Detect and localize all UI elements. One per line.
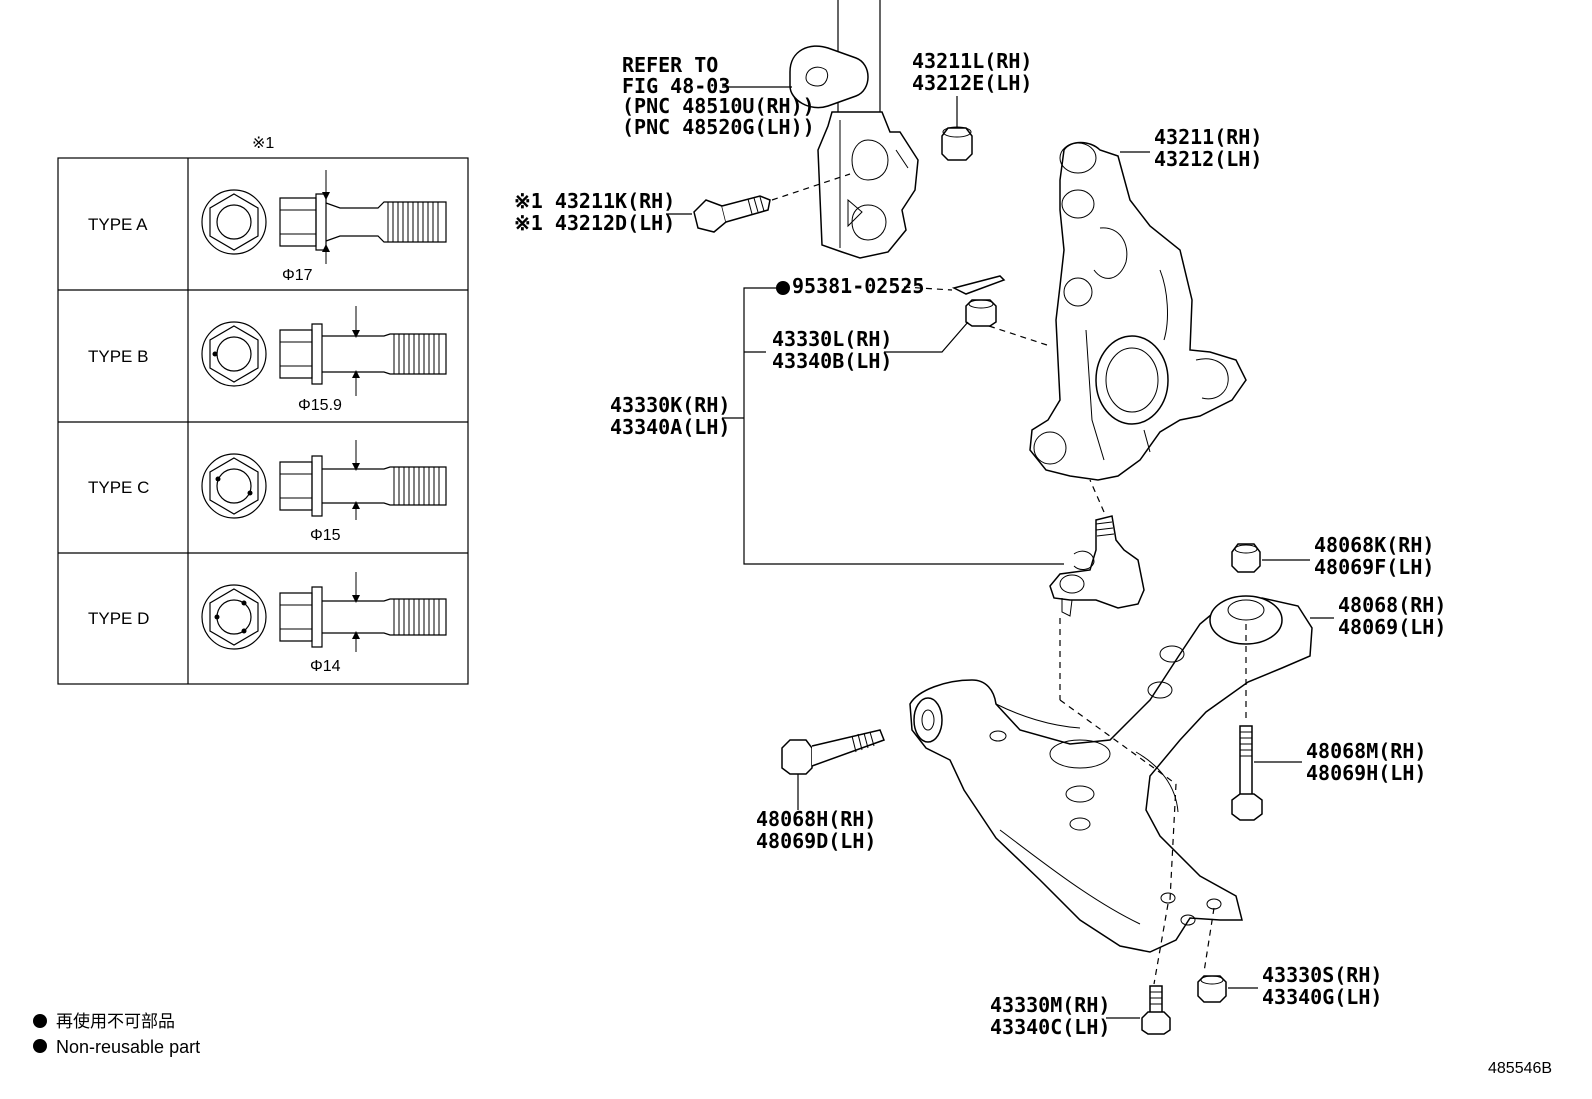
label-48068M: 48068M(RH) bbox=[1306, 739, 1426, 763]
strut-nut-43211L[interactable]: 43211L(RH) 43212E(LH) bbox=[912, 49, 1032, 161]
refer-line-1: REFER TO bbox=[622, 53, 718, 77]
label-43212: 43212(LH) bbox=[1154, 147, 1262, 171]
hub-bolt-side-icon bbox=[279, 306, 447, 396]
table-row-c: TYPE C bbox=[88, 440, 447, 544]
diameter-label: Φ15.9 bbox=[298, 397, 342, 414]
legend-english: Non-reusable part bbox=[56, 1037, 200, 1057]
label-43340C: 43340C(LH) bbox=[990, 1015, 1110, 1039]
castle-nut-43330L[interactable]: 43330L(RH) 43340B(LH) bbox=[772, 299, 1051, 373]
lower-control-arm[interactable]: 48068(RH) 48069(LH) bbox=[909, 593, 1446, 985]
arm-bolt-48068H[interactable]: 48068H(RH) 48069D(LH) bbox=[756, 729, 885, 853]
ball-joint-nut-43330S[interactable]: 43330S(RH) 43340G(LH) bbox=[1197, 963, 1382, 1009]
refer-note: REFER TO FIG 48-03 (PNC 48510U(RH)) (PNC… bbox=[622, 53, 815, 139]
label-43330S: 43330S(RH) bbox=[1262, 963, 1382, 987]
non-reusable-marker-icon bbox=[33, 1039, 47, 1053]
label-48069: 48069(LH) bbox=[1338, 615, 1446, 639]
refer-line-2: FIG 48-03 bbox=[622, 74, 730, 98]
cotter-pin-95381[interactable]: 95381-02525 bbox=[776, 274, 1006, 298]
hex-nut-front-icon bbox=[201, 189, 267, 255]
ball-joint-bolt-43330M[interactable]: 43330M(RH) 43340C(LH) bbox=[990, 985, 1171, 1039]
label-43212E: 43212E(LH) bbox=[912, 71, 1032, 95]
label-43212D: ※1 43212D(LH) bbox=[514, 211, 675, 235]
label-43211L: 43211L(RH) bbox=[912, 49, 1032, 73]
label-48069F: 48069F(LH) bbox=[1314, 555, 1434, 579]
label-43330K: 43330K(RH) bbox=[610, 393, 730, 417]
shock-absorber-strut bbox=[789, 0, 919, 259]
hex-nut-front-icon bbox=[201, 584, 267, 650]
non-reusable-marker-icon bbox=[33, 1014, 47, 1028]
steering-knuckle[interactable]: 43211(RH) 43212(LH) bbox=[1029, 125, 1262, 481]
type-label: TYPE A bbox=[88, 215, 148, 234]
label-43340G: 43340G(LH) bbox=[1262, 985, 1382, 1009]
legend: 再使用不可部品 Non-reusable part bbox=[33, 1011, 200, 1057]
label-48068: 48068(RH) bbox=[1338, 593, 1446, 617]
hub-bolt-side-icon bbox=[279, 440, 447, 520]
bolt-type-table: ※1 TYPE A bbox=[57, 135, 469, 685]
table-row-b: TYPE B bbox=[88, 306, 447, 414]
type-label: TYPE D bbox=[88, 609, 149, 628]
bushing-nut-48068K[interactable]: 48068K(RH) 48069F(LH) bbox=[1231, 533, 1434, 579]
type-label: TYPE B bbox=[88, 347, 148, 366]
label-48069D: 48069D(LH) bbox=[756, 829, 876, 853]
label-48069H: 48069H(LH) bbox=[1306, 761, 1426, 785]
diameter-label: Φ17 bbox=[282, 267, 313, 284]
ball-joint-43330K[interactable]: 43330K(RH) 43340A(LH) bbox=[610, 287, 1145, 700]
label-43340B: 43340B(LH) bbox=[772, 349, 892, 373]
table-row-d: TYPE D bbox=[88, 572, 447, 675]
label-43340A: 43340A(LH) bbox=[610, 415, 730, 439]
diameter-label: Φ15 bbox=[310, 527, 341, 544]
label-43330M: 43330M(RH) bbox=[990, 993, 1110, 1017]
bushing-bolt-48068M[interactable]: 48068M(RH) 48069H(LH) bbox=[1231, 725, 1426, 821]
label-95381: 95381-02525 bbox=[792, 274, 924, 298]
refer-line-3: (PNC 48510U(RH)) bbox=[622, 94, 815, 118]
hex-nut-front-icon bbox=[201, 453, 267, 519]
table-row-a: TYPE A bbox=[88, 170, 447, 284]
table-note-marker: ※1 bbox=[252, 135, 274, 152]
hub-bolt-side-icon bbox=[279, 572, 447, 652]
non-reusable-marker-icon bbox=[776, 281, 790, 295]
label-48068K: 48068K(RH) bbox=[1314, 533, 1434, 557]
legend-japanese: 再使用不可部品 bbox=[56, 1011, 175, 1031]
figure-id: 485546B bbox=[1488, 1060, 1552, 1077]
hex-nut-front-icon bbox=[201, 321, 267, 387]
label-43211K: ※1 43211K(RH) bbox=[514, 189, 675, 213]
diameter-label: Φ14 bbox=[310, 658, 341, 675]
hub-bolt-side-icon bbox=[279, 170, 447, 264]
type-label: TYPE C bbox=[88, 478, 149, 497]
refer-line-4: (PNC 48520G(LH)) bbox=[622, 115, 815, 139]
label-43211: 43211(RH) bbox=[1154, 125, 1262, 149]
label-43330L: 43330L(RH) bbox=[772, 327, 892, 351]
strut-bolt-43211K[interactable]: ※1 43211K(RH) ※1 43212D(LH) bbox=[514, 173, 851, 235]
label-48068H: 48068H(RH) bbox=[756, 807, 876, 831]
